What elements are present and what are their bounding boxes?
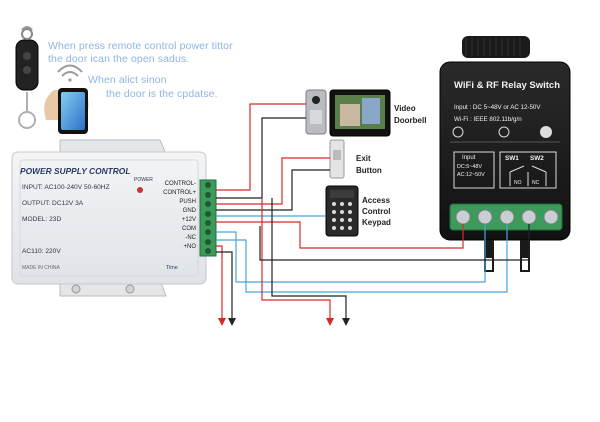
relay-title: WiFi & RF Relay Switch <box>454 80 561 91</box>
remote-control-icon <box>15 26 39 91</box>
relay-wifi-spec: Wi-Fi : IEEE 802.11b/g/n <box>454 116 522 123</box>
psu-terminal-labels: CONTROL- CONTROL+ PUSH GND +12V COM -NC … <box>156 180 196 252</box>
wire-lock-red <box>216 245 223 318</box>
psu-time-label: Time <box>166 265 178 271</box>
terminal-label: CONTROL- <box>164 181 196 187</box>
arrowheads <box>218 318 350 326</box>
relay-nc-label: NC <box>532 180 540 186</box>
wire-lock-black <box>216 251 233 318</box>
smartphone-icon <box>44 88 89 134</box>
wire-doorbell-black <box>216 117 306 199</box>
terminal-label: -NC <box>185 235 196 241</box>
access-keypad-label-1: Access <box>362 196 391 205</box>
psu-footer: MADE IN CHINA <box>22 265 60 271</box>
relay-sw1-label: SW1 <box>505 155 519 162</box>
note-line-2: the door ican the open sadus. <box>48 53 190 65</box>
terminal-label: +NO <box>183 244 196 250</box>
relay-switch-module <box>439 36 571 272</box>
wifi-signal-icon <box>57 64 83 82</box>
psu-input-spec: INPUT: AC100-240V 50-60HZ <box>22 184 110 191</box>
wire-doorbell-red <box>216 103 306 191</box>
wire-relay-black <box>259 224 530 261</box>
exit-button-label-1: Exit <box>356 154 371 163</box>
wire-out-red <box>261 198 331 318</box>
keyring-icon <box>18 92 36 129</box>
psu-output-spec: OUTPUT: DC12V 3A <box>22 200 84 207</box>
relay-terminal-block <box>449 203 563 231</box>
wire-exit-red <box>216 157 330 205</box>
psu-terminal-block <box>199 179 217 257</box>
access-keypad-icon <box>325 185 359 237</box>
relay-spec-line-2: AC:12~50V <box>457 172 485 178</box>
note-line-4: the door is the cpdatse. <box>106 88 218 100</box>
terminal-label: CONTROL+ <box>163 190 196 196</box>
exit-button-icon <box>329 139 345 179</box>
access-keypad-label-2: Control <box>362 207 391 216</box>
psu-power-label: POWER <box>134 177 153 183</box>
relay-input-spec: Input : DC 5~48V or AC 12-50V <box>454 104 541 111</box>
wire-exit-black <box>216 169 330 211</box>
terminal-label: GND <box>182 208 196 214</box>
psu-model: MODEL: 23D <box>22 216 62 223</box>
terminal-label: PUSH <box>179 199 196 205</box>
relay-spec-line-1: DC:5~48V <box>457 164 483 170</box>
wire-relay-blue-1 <box>216 224 486 283</box>
wire-relay-blue-2 <box>216 224 508 293</box>
video-doorbell-label-1: Video <box>394 104 416 113</box>
doorbell-monitor-icon <box>329 89 391 137</box>
power-supply-unit <box>11 139 207 297</box>
terminal-label: COM <box>182 226 196 232</box>
access-keypad-label-3: Keypad <box>362 218 391 227</box>
relay-spec-title: Input <box>462 155 476 161</box>
doorbell-camera-icon <box>305 89 327 135</box>
terminal-label: +12V <box>181 217 196 223</box>
psu-ac-label: AC110: 220V <box>22 248 61 255</box>
note-line-3: When alict sinon <box>88 74 167 86</box>
note-line-1: When press remote control power tittor <box>48 40 233 52</box>
wires <box>216 103 530 318</box>
relay-no-label: NO <box>514 180 522 186</box>
psu-title: POWER SUPPLY CONTROL <box>20 166 131 176</box>
exit-button-label-2: Button <box>356 166 382 175</box>
video-doorbell-label-2: Doorbell <box>394 116 427 125</box>
wire-out-black <box>271 198 347 318</box>
relay-sw2-label: SW2 <box>530 155 544 162</box>
